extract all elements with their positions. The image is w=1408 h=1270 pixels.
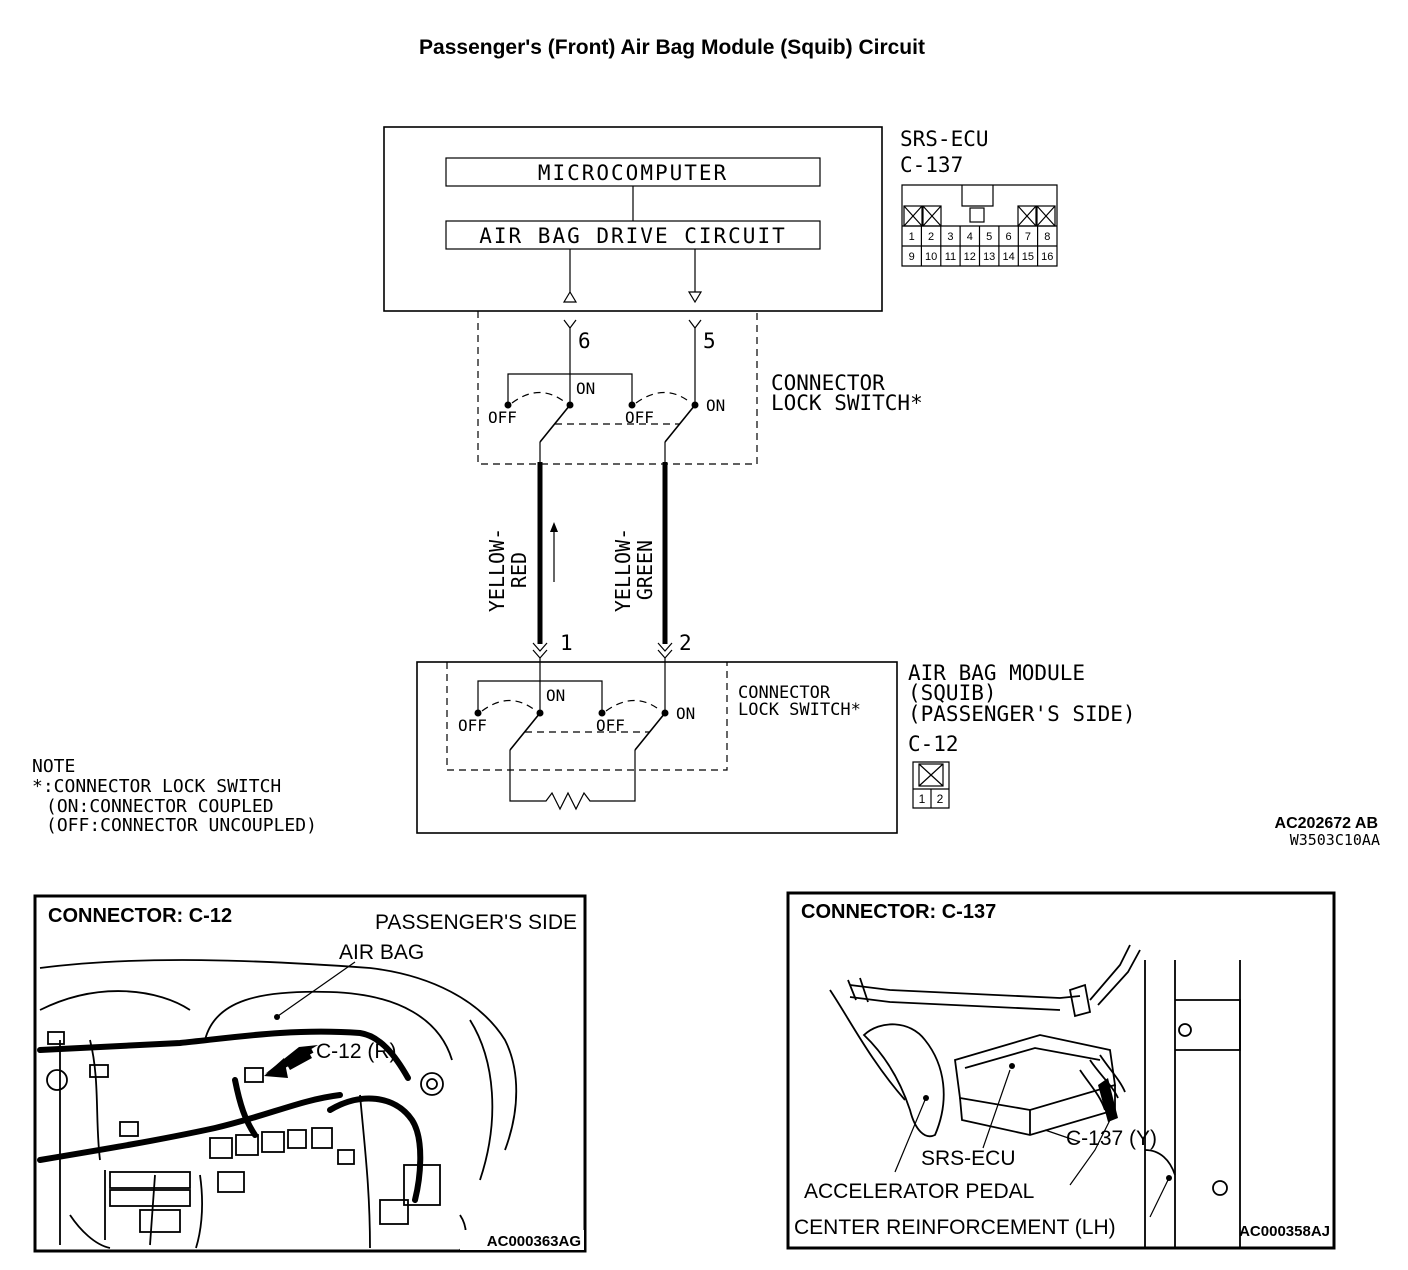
module-connector-face: 1 2 bbox=[912, 761, 950, 809]
output-down-arrow-icon bbox=[687, 291, 703, 304]
lower-switch-on-label: ON bbox=[546, 686, 565, 705]
ecu-terminal-6: 6 bbox=[578, 329, 591, 353]
ecu-pin: 16 bbox=[1041, 251, 1053, 263]
ecu-pin: 8 bbox=[1044, 231, 1050, 243]
ecu-pin: 12 bbox=[964, 251, 976, 263]
ecu-pin: 11 bbox=[945, 251, 956, 263]
module-terminal-1: 1 bbox=[560, 631, 573, 655]
ecu-terminal-5: 5 bbox=[703, 329, 716, 353]
ecu-pin: 1 bbox=[909, 231, 915, 243]
ecu-pin: 15 bbox=[1022, 251, 1034, 263]
lower-lock-switch-label: LOCK SWITCH* bbox=[738, 700, 861, 720]
note-heading: NOTE bbox=[32, 756, 75, 777]
lower-lock-switch-label: CONNECTOR bbox=[738, 683, 831, 703]
module-name: (SQUIB) bbox=[908, 681, 997, 705]
squib-resistor bbox=[509, 750, 636, 811]
c137-panel-title: CONNECTOR: C-137 bbox=[801, 901, 996, 923]
microcomputer-label: MICROCOMPUTER bbox=[538, 161, 728, 185]
module-name: AIR BAG MODULE bbox=[908, 661, 1085, 685]
figure-subcode: W3503C10AA bbox=[1290, 831, 1380, 849]
drive-circuit-block bbox=[445, 220, 821, 250]
connector-c137-panel bbox=[786, 891, 1336, 1250]
ecu-pin: 13 bbox=[983, 251, 995, 263]
upper-lock-switch-label: CONNECTOR bbox=[771, 371, 885, 395]
c137-reinforcement-label: CENTER REINFORCEMENT (LH) bbox=[794, 1216, 1116, 1239]
lower-switch-on-label: ON bbox=[676, 704, 695, 723]
c137-pedal-label: ACCELERATOR PEDAL bbox=[804, 1180, 1034, 1203]
upper-switch-on-label: ON bbox=[706, 396, 725, 415]
upper-switch-off-label: OFF bbox=[625, 408, 654, 427]
c12-callout: AIR BAG bbox=[339, 941, 424, 964]
ecu-pin: 10 bbox=[925, 251, 937, 263]
note-line: (ON:CONNECTOR COUPLED bbox=[46, 796, 274, 817]
upper-switch-on-label: ON bbox=[576, 379, 595, 398]
c12-panel-title: CONNECTOR: C-12 bbox=[48, 905, 232, 927]
ecu-pin: 4 bbox=[967, 231, 973, 243]
module-terminal-2: 2 bbox=[679, 631, 692, 655]
c137-ecu-label: SRS-ECU bbox=[921, 1147, 1016, 1170]
upper-lock-switch-label: LOCK SWITCH* bbox=[771, 391, 923, 415]
module-name: (PASSENGER'S SIDE) bbox=[908, 702, 1136, 726]
connector-c12-panel bbox=[33, 894, 587, 1253]
figure-code: AC202672 AB bbox=[1275, 815, 1378, 832]
air-bag-module-box bbox=[416, 661, 898, 834]
output-up-arrow-icon bbox=[562, 290, 578, 303]
wire-color-label: YELLOW- bbox=[485, 528, 509, 612]
lower-switch-off-label: OFF bbox=[458, 716, 487, 735]
ecu-connector-face: 1 2 3 4 5 6 7 8 9 10 11 12 13 14 15 16 bbox=[901, 184, 1058, 267]
note-line: (OFF:CONNECTOR UNCOUPLED) bbox=[46, 815, 317, 836]
c137-connector-label: C-137 (Y) bbox=[1066, 1127, 1157, 1150]
page-title: Passenger's (Front) Air Bag Module (Squi… bbox=[419, 36, 925, 59]
ecu-pin: 14 bbox=[1002, 251, 1014, 263]
ecu-box bbox=[383, 126, 883, 312]
upper-lock-switch-boundary bbox=[477, 311, 758, 465]
ecu-connector-id: C-137 bbox=[900, 153, 963, 177]
c12-figure-code: AC000363AG bbox=[487, 1233, 581, 1250]
upper-switch-off-label: OFF bbox=[488, 408, 517, 427]
ecu-pin: 6 bbox=[1006, 231, 1012, 243]
c12-callout: PASSENGER'S SIDE bbox=[375, 911, 577, 934]
lower-switch-off-label: OFF bbox=[596, 716, 625, 735]
drive-circuit-label: AIR BAG DRIVE CIRCUIT bbox=[479, 224, 787, 248]
c137-figure-code: AC000358AJ bbox=[1239, 1223, 1330, 1240]
ecu-pin: 9 bbox=[909, 251, 915, 263]
wire-color-label: YELLOW- bbox=[611, 528, 635, 612]
lower-lock-switch-boundary bbox=[446, 662, 728, 771]
note-line: *:CONNECTOR LOCK SWITCH bbox=[32, 776, 281, 797]
ecu-pin: 3 bbox=[947, 231, 953, 243]
module-pin: 1 bbox=[919, 792, 926, 806]
ecu-pin: 5 bbox=[986, 231, 992, 243]
c12-pointer-label: C-12 (R) bbox=[316, 1040, 397, 1063]
ecu-pin: 7 bbox=[1025, 231, 1031, 243]
ecu-pin: 2 bbox=[928, 231, 934, 243]
module-pin: 2 bbox=[937, 792, 944, 806]
wire-color-label: RED bbox=[507, 552, 531, 588]
ecu-name: SRS-ECU bbox=[900, 127, 989, 151]
module-connector-id: C-12 bbox=[908, 732, 959, 756]
wire-color-label: GREEN bbox=[633, 540, 657, 600]
